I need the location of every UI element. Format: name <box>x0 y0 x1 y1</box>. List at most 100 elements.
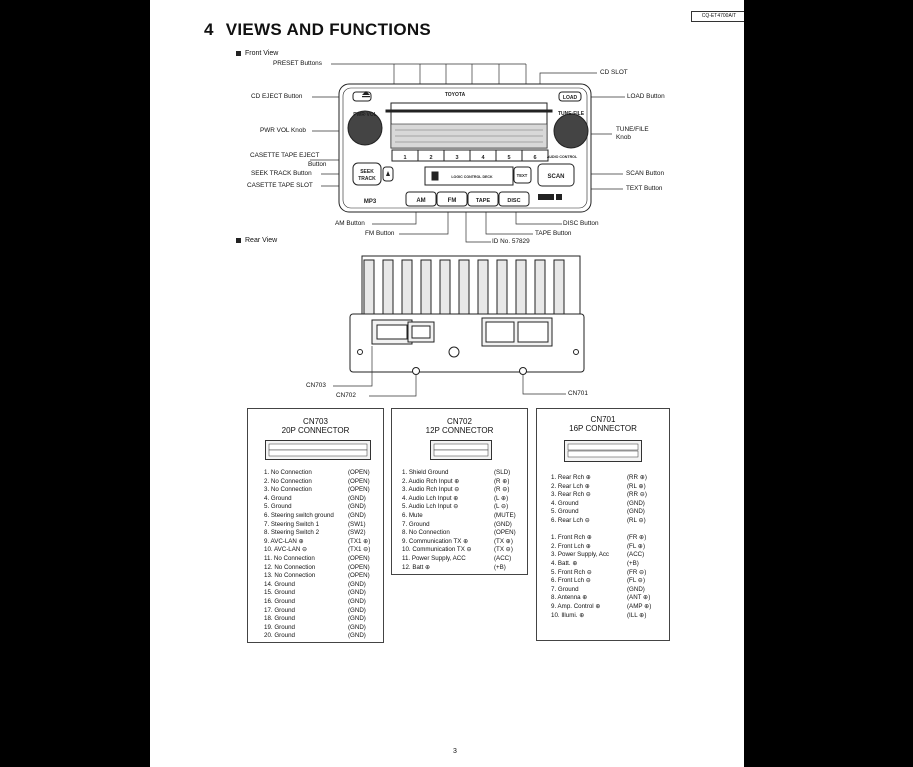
pin-function: 15. Ground <box>264 589 295 597</box>
pin-row: 9. Communication TX ⊕(TX ⊕) <box>402 538 513 547</box>
cn702-connector-image <box>430 440 492 460</box>
pin-function: 7. Ground <box>551 585 579 593</box>
pin-signal: (RL ⊖) <box>627 517 646 524</box>
pin-signal: (GND) <box>494 520 512 528</box>
pin-function: 16. Ground <box>264 598 295 605</box>
pin-function: 3. No Connection <box>264 486 312 494</box>
pin-row: 8. No Connection(OPEN) <box>402 529 516 538</box>
pin-function: 1. Shield Ground <box>402 469 449 476</box>
pin-function: 2. Rear Lch ⊕ <box>551 482 590 490</box>
tune-file-knob-label: Knob <box>616 134 631 141</box>
pin-signal: (TX1 ⊖) <box>348 546 371 554</box>
brand-label: TOYOTA <box>445 92 466 98</box>
pin-row: 7. Ground(GND) <box>402 521 512 530</box>
preset-buttons-label: PRESET Buttons <box>273 60 322 67</box>
pin-function: 1. Front Rch ⊕ <box>551 534 592 542</box>
pin-row: 7. Steering Switch 1(SW1) <box>264 521 366 530</box>
pin-signal: (GND) <box>627 585 645 593</box>
pwr-vol-knob-label: PWR VOL Knob <box>260 127 306 134</box>
pin-function: 2. Front Lch ⊕ <box>551 542 591 550</box>
pin-row: 2. Audio Rch Input ⊕ (R ⊕) <box>402 477 510 487</box>
pin-function: 12. Batt ⊕ <box>402 563 431 571</box>
cn702-title: 12P CONNECTOR <box>425 426 494 435</box>
pin-row: 3. No Connection (OPEN) <box>264 486 370 495</box>
pin-function: 5. Ground <box>264 503 292 511</box>
pin-row: 11. Power Supply, ACC (ACC) <box>402 555 511 564</box>
pin-function: 11. No Connection <box>264 555 315 562</box>
pin-signal: (TX1 ⊕) <box>348 537 371 545</box>
pin-function: 17. Ground <box>264 606 295 614</box>
pin-row: 6. Front Lch ⊖(FL ⊖) <box>551 577 645 586</box>
pin-signal: (ANT ⊕) <box>627 594 651 602</box>
load-button-text: LOAD <box>563 95 578 101</box>
pin-function: 8. Antenna ⊕ <box>551 594 588 602</box>
pin-function: 19. Ground <box>264 623 295 631</box>
pin-function: 9. AVC-LAN ⊕ <box>264 537 304 545</box>
pin-signal: (L ⊕) <box>494 494 509 502</box>
pin-function: 6. Rear Lch ⊖ <box>551 517 590 524</box>
cn701-id: CN701 <box>590 415 616 424</box>
pin-row: 2. Front Lch ⊕(FL ⊕) <box>551 542 645 552</box>
tape-button-text: TAPE <box>476 198 491 204</box>
pin-row: 1. Shield Ground(SLD) <box>402 469 510 478</box>
pin-function: 5. Ground <box>551 508 579 516</box>
tune-file-label: TUNE/FILE <box>616 126 649 133</box>
pin-row: 10. Communication TX ⊖(TX ⊖) <box>402 546 513 555</box>
pin-row: 2. No Connection(OPEN) <box>264 478 370 487</box>
disc-button-label: DISC Button <box>563 220 599 227</box>
pin-signal: (GND) <box>348 606 366 614</box>
cassette-eject-label: CASETTE TAPE EJECT <box>250 152 320 159</box>
pin-signal: (R ⊖) <box>494 486 510 494</box>
pin-row: 1. No Connection(OPEN) <box>264 469 370 478</box>
pin-function: 1. Rear Rch ⊕ <box>551 474 591 481</box>
pin-signal: (OPEN) <box>348 572 370 580</box>
cn703-label: CN703 <box>306 382 326 389</box>
pin-function: 11. Power Supply, ACC <box>402 555 466 562</box>
pin-function: 6. Steering switch ground <box>264 512 334 519</box>
front-view-heading: Front View <box>236 50 278 57</box>
pin-function: 4. Ground <box>551 499 579 507</box>
pin-signal: (RL ⊕) <box>627 482 646 490</box>
pin-function: 10. Illumi. ⊕ <box>551 611 585 619</box>
cassette-slot-label: CASETTE TAPE SLOT <box>247 182 313 189</box>
pin-row: 4. Ground(GND) <box>264 495 366 504</box>
cn702-id: CN702 <box>447 417 472 426</box>
pin-row: 15. Ground(GND) <box>264 589 366 598</box>
pin-row: 2. Rear Lch ⊕ (RL ⊕) <box>551 482 646 492</box>
rear-view-diagram <box>333 255 585 397</box>
cn701-label: CN701 <box>568 390 588 397</box>
pin-function: 13. No Connection <box>264 572 316 580</box>
pin-function: 14. Ground <box>264 580 295 588</box>
cn703-connector-image <box>265 440 371 460</box>
pin-function: 9. Amp. Control ⊕ <box>551 603 601 610</box>
pin-row: 18. Ground(GND) <box>264 615 366 624</box>
page-number: 3 <box>453 748 457 755</box>
pin-function: 8. Steering Switch 2 <box>264 529 320 537</box>
cn701-connector-image <box>564 440 642 462</box>
preset-2-text: 2 <box>429 155 432 161</box>
pin-row: 10. AVC-LAN ⊖(TX1 ⊖) <box>264 546 370 555</box>
pin-function: 6. Mute <box>402 512 423 519</box>
fm-button-label: FM Button <box>365 230 395 237</box>
pin-signal: (GND) <box>348 494 366 502</box>
pin-row: 5. Ground(GND) <box>264 503 366 512</box>
id-number-label: ID No. 57829 <box>492 238 530 245</box>
cn701-title: 16P CONNECTOR <box>569 424 637 433</box>
pin-signal: (OPEN) <box>348 469 370 476</box>
pin-row: 3. Power Supply, Acc(ACC) <box>551 551 644 560</box>
cassette-eject-label-2: Button <box>308 161 327 168</box>
front-view-heading-text: Front View <box>245 50 279 57</box>
pin-function: 3. Audio Rch Input ⊖ <box>402 486 460 494</box>
pin-function: 18. Ground <box>264 615 295 623</box>
pin-signal: (GND) <box>348 623 366 631</box>
pin-function: 2. Audio Rch Input ⊕ <box>402 477 460 485</box>
pin-row: 13. No Connection (OPEN) <box>264 572 370 581</box>
pin-signal: (R ⊕) <box>494 477 510 485</box>
pin-signal: (ACC) <box>494 555 512 562</box>
pin-signal: (OPEN) <box>348 486 370 494</box>
section-title-text: VIEWS AND FUNCTIONS <box>225 20 432 39</box>
pin-function: 5. Front Rch ⊖ <box>551 568 592 576</box>
pin-signal: (TX ⊖) <box>494 546 513 554</box>
